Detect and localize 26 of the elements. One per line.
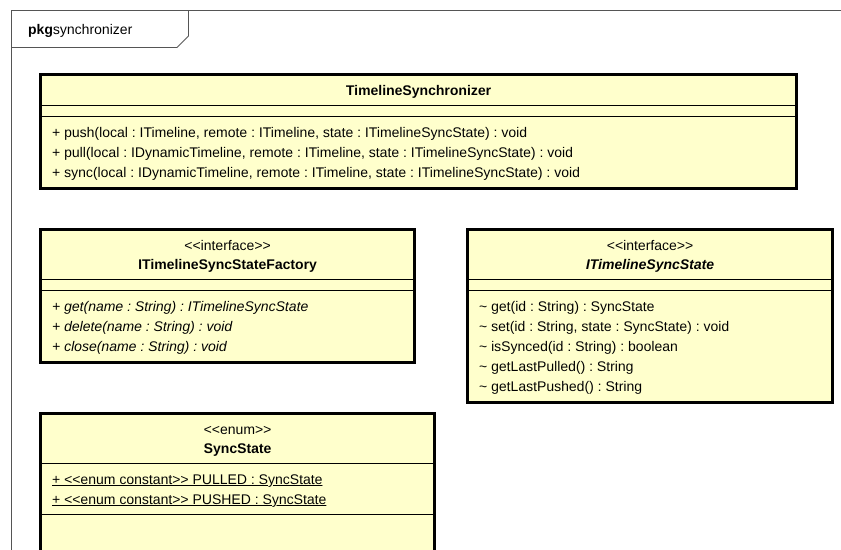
class-name: SyncState (204, 439, 272, 458)
class-name: ITimelineSyncStateFactory (138, 255, 317, 274)
class-name: ITimelineSyncState (586, 255, 714, 274)
class-box (39, 412, 436, 550)
class-box (39, 228, 416, 364)
method-signature: ~ get(id : String) : SyncState (479, 297, 654, 316)
stereotype-label: <<interface>> (184, 236, 271, 255)
class-box (466, 228, 834, 404)
method-signature: + sync(local : IDynamicTimeline, remote : ITimeline, state : ITimelineSyncState) : void (52, 163, 580, 182)
method-signature: + delete(name : String) : void (52, 317, 232, 336)
method-signature: ~ getLastPushed() : String (479, 377, 642, 396)
method-signature: + pull(local : IDynamicTimeline, remote : ITimeline, state : ITimelineSyncState) : void (52, 143, 573, 162)
method-signature: ~ set(id : String, state : SyncState) : void (479, 317, 730, 336)
class-box (39, 73, 798, 190)
package-frame (11, 10, 841, 550)
method-signature: ~ isSynced(id : String) : boolean (479, 337, 678, 356)
stereotype-label: <<enum>> (204, 420, 272, 439)
method-signature: + get(name : String) : ITimelineSyncState (52, 297, 308, 316)
stereotype-label: <<interface>> (606, 236, 694, 255)
method-signature: + close(name : String) : void (52, 337, 227, 356)
enum-constant: + <<enum constant>> PUSHED : SyncState (52, 490, 326, 509)
class-name: TimelineSynchronizer (346, 81, 492, 100)
package-label: pkgsynchronizer (28, 20, 132, 39)
method-signature: ~ getLastPulled() : String (479, 357, 634, 376)
enum-constant: + <<enum constant>> PULLED : SyncState (52, 470, 322, 489)
method-signature: + push(local : ITimeline, remote : ITimeline, state : ITimelineSyncState) : void (52, 123, 528, 142)
